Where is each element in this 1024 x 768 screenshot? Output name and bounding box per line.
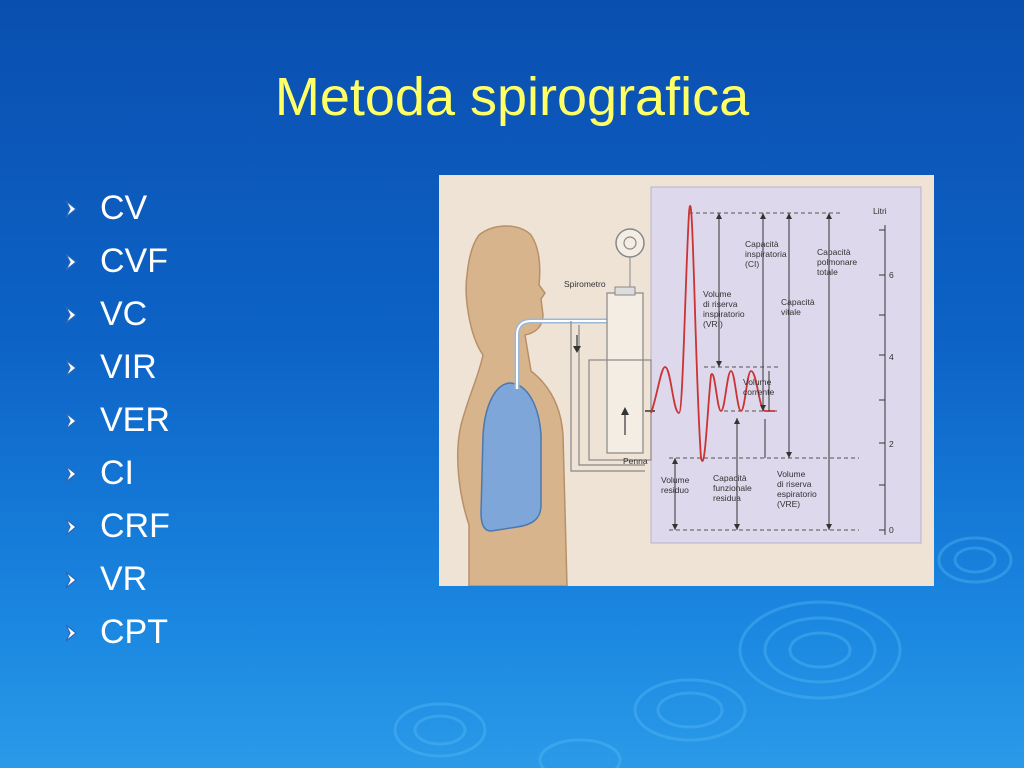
list-item: VR — [62, 553, 170, 606]
list-item: CPT — [62, 606, 170, 659]
bullet-text: VC — [100, 295, 148, 333]
list-item: CI — [62, 447, 170, 500]
axis-tick-label: 0 — [889, 525, 894, 535]
capacita-funzionale-residua-label: Capacità funzionale residua — [713, 473, 752, 503]
arrowhead-bullet-icon — [65, 200, 77, 217]
arrowhead-bullet-icon — [65, 518, 77, 535]
volume-corrente-label: Volume corrente — [743, 377, 775, 397]
bullet-text: CRF — [100, 507, 170, 545]
bullet-text: VR — [100, 560, 148, 598]
spirometry-diagram: Spirometro Penna Capacità inspiratoria (… — [439, 175, 934, 586]
volume-riserva-espiratorio-label: Volume di riserva espiratorio (VRE) — [777, 469, 817, 509]
bullet-text: CV — [100, 189, 148, 227]
axis-tick-label: 4 — [889, 352, 894, 362]
volume-residuo-label: Volume residuo — [661, 475, 690, 495]
arrowhead-bullet-icon — [65, 412, 77, 429]
bullet-text: CI — [100, 454, 134, 492]
list-item: CRF — [62, 500, 170, 553]
list-item: VER — [62, 394, 170, 447]
capacita-polmonare-totale-label: Capacità polmonare totale — [817, 247, 858, 277]
arrowhead-bullet-icon — [65, 253, 77, 270]
capacita-vitale-label: Capacità vitale — [781, 297, 815, 317]
volume-riserva-inspiratorio-label: Volume di riserva inspiratorio (VRI) — [703, 289, 745, 329]
arrowhead-bullet-icon — [65, 571, 77, 588]
list-item: VC — [62, 288, 170, 341]
bullet-text: CVF — [100, 242, 168, 280]
arrowhead-bullet-icon — [65, 465, 77, 482]
list-item: VIR — [62, 341, 170, 394]
spirometry-illustration — [439, 175, 934, 586]
axis-tick-label: 6 — [889, 270, 894, 280]
bullet-text: VIR — [100, 348, 157, 386]
axis-tick-label: 2 — [889, 439, 894, 449]
arrowhead-bullet-icon — [65, 359, 77, 376]
arrowhead-bullet-icon — [65, 624, 77, 641]
list-item: CV — [62, 182, 170, 235]
list-item: CVF — [62, 235, 170, 288]
penna-label: Penna — [623, 456, 648, 466]
capacita-inspiratoria-label: Capacità inspiratoria (CI) — [745, 239, 787, 269]
spirometro-label: Spirometro — [564, 279, 606, 289]
bullet-text: VER — [100, 401, 170, 439]
bullet-list: CV CVF VC VIR VER CI CRF VR CPT — [62, 182, 170, 659]
bullet-text: CPT — [100, 613, 168, 651]
axis-unit-label: Litri — [873, 206, 887, 216]
arrowhead-bullet-icon — [65, 306, 77, 323]
slide-title: Metoda spirografica — [274, 67, 750, 127]
